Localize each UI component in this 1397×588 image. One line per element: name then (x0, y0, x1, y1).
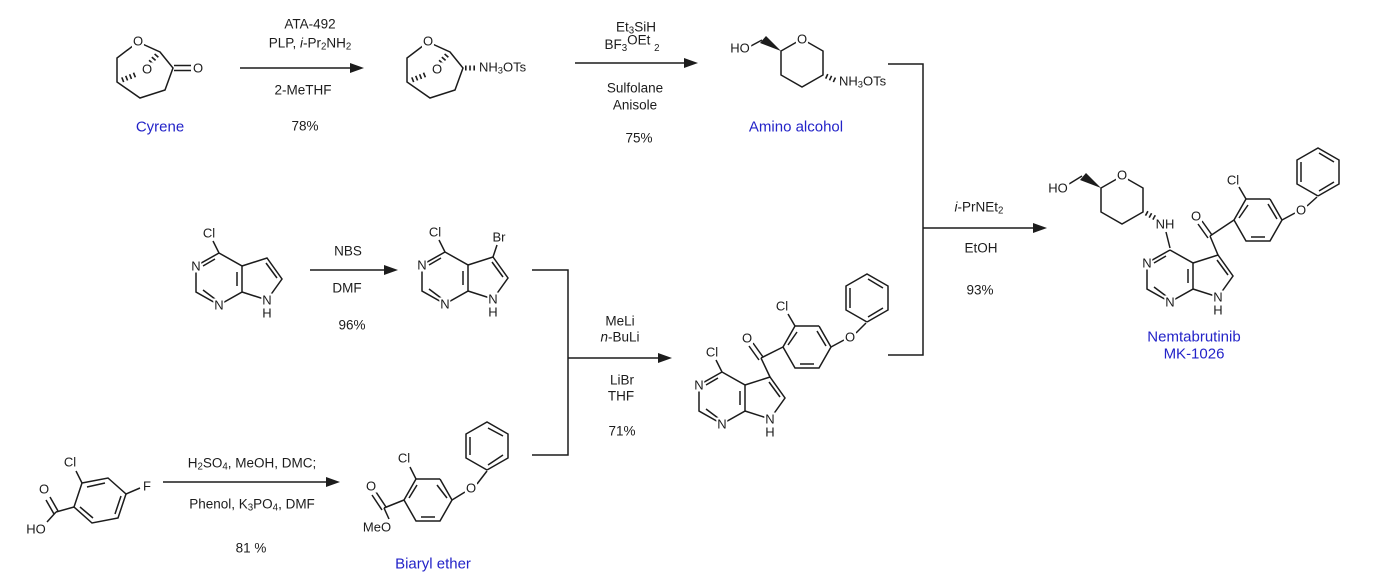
step1-yield: 78% (291, 118, 319, 134)
atom-label-ho: HO (729, 40, 751, 56)
structure-amine-tosylate (406, 41, 476, 99)
atom-label-o: O (131, 33, 145, 49)
atom-label-h: H (261, 305, 273, 321)
atom-label-nh3ots: NH3OTs (838, 73, 888, 90)
structure-cyrene (116, 41, 191, 99)
step5-yield: 81 % (235, 540, 267, 556)
atom-label-o: O (140, 61, 154, 77)
step4-solvent-line1: LiBr (609, 372, 635, 388)
structure-biaryl-ether (371, 421, 509, 522)
atom-label-n: N (1164, 294, 1176, 310)
step1-reagent-line1: ATA-492 (284, 16, 336, 32)
atom-label-n: N (1141, 255, 1153, 271)
atom-label-n: N (261, 292, 273, 308)
atom-label-n: N (1212, 289, 1224, 305)
atom-label-o: O (421, 33, 435, 49)
atom-label-o: O (1294, 202, 1308, 218)
step4-solvent-line2: THF (607, 388, 635, 404)
atom-label-n: N (716, 416, 728, 432)
step2-reagent-line2: BF3OEt 2 (604, 32, 660, 54)
atom-label-f: F (142, 478, 152, 494)
atom-label-n: N (213, 297, 225, 313)
compound-name-biaryl-ether: Biaryl ether (395, 555, 471, 573)
step6-yield: 93% (966, 282, 994, 298)
atom-label-br: Br (491, 229, 507, 245)
atom-label-cl: Cl (396, 450, 412, 466)
atom-label-nh3ots: NH3OTs (478, 59, 528, 76)
step2-reagent-line1: Et3SiH (616, 19, 656, 37)
atom-label-o: O (37, 481, 51, 497)
compound-name-product-line1: Nemtabrutinib (1147, 328, 1241, 346)
structure-ketone-intermediate (698, 273, 889, 425)
atom-label-cl: Cl (704, 344, 720, 360)
step5-reagent-line1: H2SO4, MeOH, DMC; (187, 455, 317, 473)
step4-reagent-line2: n-BuLi (600, 329, 640, 345)
atom-label-ho: HO (25, 521, 47, 537)
step6-solvent: EtOH (964, 240, 998, 256)
atom-label-cl: Cl (774, 298, 790, 314)
bracket-right (888, 63, 924, 356)
step2-solvent-line2: Anisole (612, 97, 658, 113)
atom-label-ho: HO (1047, 180, 1069, 196)
structure-chlorofluorobenzoic-acid (45, 470, 141, 524)
step3-solvent: DMF (332, 280, 362, 296)
step2-solvent-line1: Sulfolane (606, 80, 664, 96)
step1-solvent: 2-MeTHF (274, 82, 332, 98)
atom-label-cl: Cl (201, 225, 217, 241)
step4-yield: 71% (608, 423, 636, 439)
step3-reagent: NBS (334, 243, 362, 259)
atom-label-o: O (1115, 167, 1129, 183)
atom-label-o: O (464, 480, 478, 496)
step5-reagent-line2: Phenol, K3PO4, DMF (189, 496, 315, 514)
atom-label-n: N (439, 296, 451, 312)
structure-nemtabrutinib (1068, 147, 1340, 303)
atom-label-nh: NH (1154, 216, 1176, 232)
atom-label-n: N (764, 411, 776, 427)
step1-reagent-line2: PLP, i-Pr2NH2 (268, 35, 352, 53)
atom-label-o: O (430, 61, 444, 77)
step4-reagent-line1: MeLi (605, 313, 635, 329)
atom-label-cl: Cl (62, 454, 78, 470)
atom-label-o: O (364, 478, 378, 494)
atom-label-n: N (190, 258, 202, 274)
atom-label-o: O (843, 329, 857, 345)
atom-label-h: H (487, 304, 499, 320)
structure-amino-alcohol (748, 36, 839, 88)
atom-label-o: O (1189, 208, 1203, 224)
atom-label-cl: Cl (427, 224, 443, 240)
reaction-arrows (163, 58, 1047, 487)
bracket-left (532, 269, 569, 456)
atom-label-h: H (1212, 302, 1224, 318)
atom-label-n: N (487, 291, 499, 307)
atom-label-o: O (191, 60, 205, 76)
step3-yield: 96% (338, 317, 366, 333)
atom-label-n: N (693, 377, 705, 393)
compound-name-cyrene: Cyrene (135, 118, 185, 136)
atom-label-cl: Cl (1225, 172, 1241, 188)
compound-name-amino-alcohol: Amino alcohol (748, 118, 844, 136)
atom-label-o: O (795, 31, 809, 47)
atom-label-n: N (416, 257, 428, 273)
atom-label-meo: MeO (361, 519, 393, 535)
compound-name-product-line2: MK-1026 (1163, 345, 1225, 363)
step6-reagent: i-PrNEt2 (954, 199, 1004, 217)
atom-label-h: H (764, 424, 776, 440)
atom-label-o: O (740, 330, 754, 346)
step2-yield: 75% (625, 130, 653, 146)
